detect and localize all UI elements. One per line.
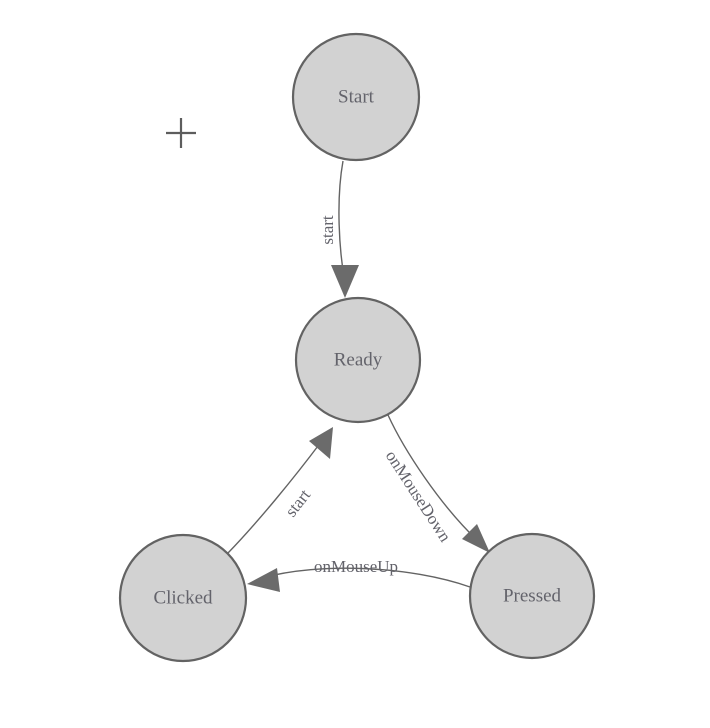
edge-label-pressed-to-clicked: onMouseUp xyxy=(314,557,398,576)
arrowhead-ready-to-pressed xyxy=(462,524,490,553)
node-pressed-circle[interactable] xyxy=(468,532,596,660)
edge-label-start-to-ready: start xyxy=(318,215,337,245)
edge-start-to-ready[interactable]: start xyxy=(318,160,359,298)
node-ready-label: Ready xyxy=(334,349,383,370)
node-start-circle[interactable] xyxy=(291,32,421,162)
node-clicked-label: Clicked xyxy=(153,587,213,608)
edge-path-pressed-to-clicked xyxy=(261,567,471,588)
edge-clicked-to-ready[interactable]: start xyxy=(227,427,333,554)
node-start[interactable]: Start xyxy=(291,32,421,162)
edge-path-clicked-to-ready xyxy=(227,441,322,554)
arrowhead-pressed-to-clicked xyxy=(247,568,280,592)
node-start-label: Start xyxy=(338,86,375,107)
node-pressed-label: Pressed xyxy=(503,585,562,606)
node-clicked[interactable]: Clicked xyxy=(118,533,248,663)
node-clicked-circle[interactable] xyxy=(118,533,248,663)
node-ready[interactable]: Ready xyxy=(294,296,422,424)
edge-label-clicked-to-ready: start xyxy=(281,485,314,520)
edge-pressed-to-clicked[interactable]: onMouseUp xyxy=(247,557,471,592)
edge-path-ready-to-pressed xyxy=(387,414,479,542)
edge-label-ready-to-pressed: onMouseDown xyxy=(382,447,455,546)
arrowhead-start-to-ready xyxy=(331,265,359,298)
arrowhead-clicked-to-ready xyxy=(309,427,333,459)
crosshair-cursor-icon xyxy=(166,118,196,148)
edge-path-start-to-ready xyxy=(338,160,346,284)
node-ready-circle[interactable] xyxy=(294,296,422,424)
edge-ready-to-pressed[interactable]: onMouseDown xyxy=(382,414,490,553)
node-pressed[interactable]: Pressed xyxy=(468,532,596,660)
